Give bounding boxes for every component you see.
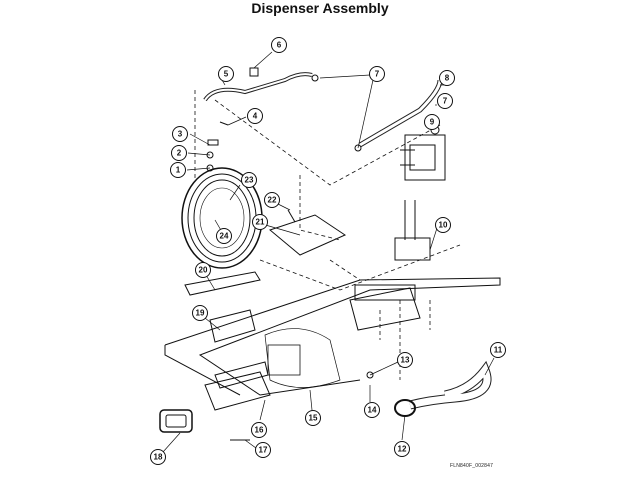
- svg-text:6: 6: [277, 41, 282, 50]
- callout-14: 14: [364, 402, 380, 418]
- svg-text:24: 24: [220, 232, 229, 241]
- drawing-code: FLN840F_002847: [450, 463, 494, 469]
- callout-11: 11: [490, 342, 506, 358]
- svg-text:23: 23: [245, 176, 254, 185]
- base-frame: [164, 277, 501, 396]
- valve-9: [400, 134, 446, 181]
- callout-17: 17: [255, 442, 271, 458]
- callout-12: 12: [394, 441, 410, 457]
- svg-text:9: 9: [430, 118, 435, 127]
- svg-text:13: 13: [401, 356, 410, 365]
- callout-9: 9: [424, 114, 440, 130]
- callout-21: 21: [252, 214, 268, 230]
- callouts: 1 2 3 4 5 6 7 8 7 9 10 11 12 13 14 15 16…: [150, 37, 506, 465]
- callout-7a: 7: [369, 66, 385, 82]
- svg-text:7: 7: [443, 97, 448, 106]
- handle-18: [159, 409, 193, 433]
- svg-text:14: 14: [368, 406, 377, 415]
- valve-10: [394, 200, 431, 261]
- dispenser-box: [349, 284, 421, 331]
- svg-text:22: 22: [268, 196, 277, 205]
- svg-text:3: 3: [178, 130, 183, 139]
- callout-24: 24: [216, 228, 232, 244]
- drawer-16: [204, 361, 271, 411]
- svg-text:15: 15: [309, 414, 318, 423]
- callout-19: 19: [192, 305, 208, 321]
- svg-text:16: 16: [255, 426, 264, 435]
- leader-lines: [162, 51, 495, 453]
- diagram-title: Dispenser Assembly: [251, 0, 389, 16]
- svg-text:18: 18: [154, 453, 163, 462]
- svg-text:20: 20: [199, 266, 208, 275]
- callout-7b: 7: [437, 93, 453, 109]
- part-19: [209, 309, 256, 343]
- housing-15: [264, 328, 341, 388]
- svg-text:8: 8: [445, 74, 450, 83]
- callout-1: 1: [170, 162, 186, 178]
- svg-text:1: 1: [176, 166, 181, 175]
- svg-text:2: 2: [177, 149, 182, 158]
- svg-text:10: 10: [439, 221, 448, 230]
- callout-23: 23: [241, 172, 257, 188]
- callout-2: 2: [171, 145, 187, 161]
- callout-20: 20: [195, 262, 211, 278]
- part-20: [184, 271, 261, 296]
- callout-13: 13: [397, 352, 413, 368]
- callout-22: 22: [264, 192, 280, 208]
- callout-15: 15: [305, 410, 321, 426]
- svg-text:4: 4: [253, 112, 258, 121]
- callout-3: 3: [172, 126, 188, 142]
- svg-text:21: 21: [256, 218, 265, 227]
- svg-text:12: 12: [398, 445, 407, 454]
- svg-text:17: 17: [259, 446, 268, 455]
- svg-text:11: 11: [494, 346, 503, 355]
- callout-4: 4: [247, 108, 263, 124]
- callout-5: 5: [218, 66, 234, 82]
- callout-16: 16: [251, 422, 267, 438]
- callout-18: 18: [150, 449, 166, 465]
- callout-8: 8: [439, 70, 455, 86]
- callout-10: 10: [435, 217, 451, 233]
- callout-6: 6: [271, 37, 287, 53]
- plate-21: [268, 214, 347, 256]
- svg-text:7: 7: [375, 70, 380, 79]
- svg-text:5: 5: [224, 70, 229, 79]
- svg-text:19: 19: [196, 309, 205, 318]
